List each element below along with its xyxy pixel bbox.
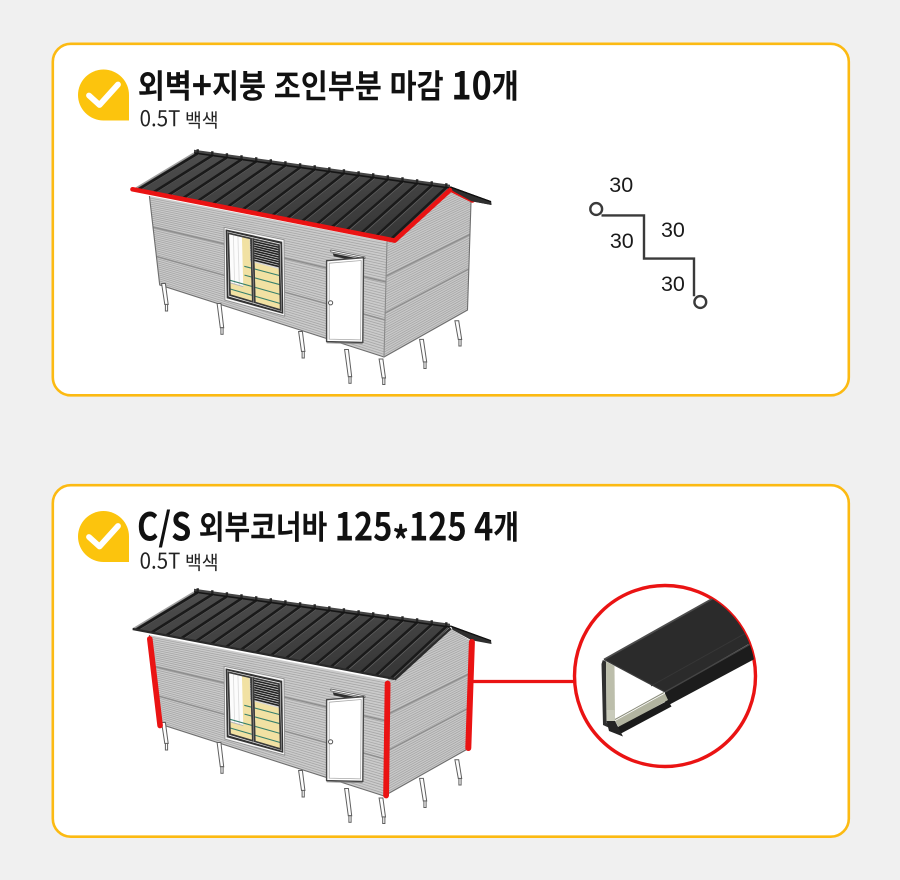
svg-text:30: 30: [610, 229, 634, 253]
svg-text:30: 30: [661, 218, 685, 242]
svg-text:30: 30: [609, 173, 633, 197]
svg-text:30: 30: [661, 272, 685, 296]
